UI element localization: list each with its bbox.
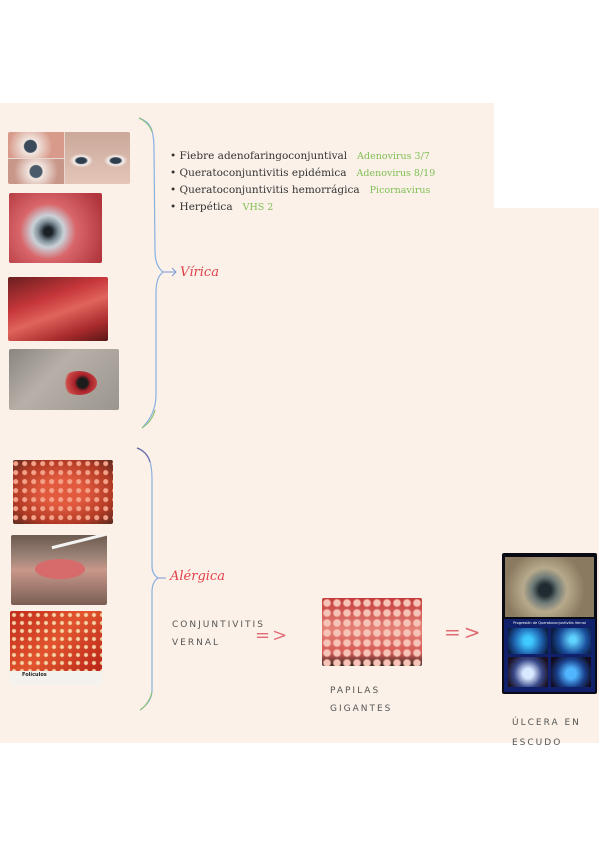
follicles-caption: Folículos xyxy=(22,672,47,678)
photo-everted-lid xyxy=(11,535,107,605)
label-shield-ulcer: ÚLCERA EN ESCUDO xyxy=(512,718,581,748)
photo-red-eye-closeup xyxy=(9,193,102,263)
label-viral: Vírica xyxy=(180,265,219,280)
label-allergic: Alérgica xyxy=(170,569,225,584)
photo-shield-ulcer-panel: Progresión de Queratoconjuntivitis Verna… xyxy=(502,553,597,694)
label-giant-papillae: PAPILAS GIGANTES xyxy=(330,686,393,714)
arrow-to-papillae: => xyxy=(255,625,290,646)
arrow-to-ulcer: => xyxy=(444,620,484,644)
photo-hemorrhagic-conjunctiva xyxy=(8,277,108,341)
label-vernal: CONJUNTIVITIS VERNAL xyxy=(172,620,265,648)
panel-title: Progresión de Queratoconjuntivitis Verna… xyxy=(513,621,586,625)
photo-giant-papillae xyxy=(322,598,422,666)
photo-follicles-figure: Folículos xyxy=(10,611,102,685)
photo-eye-swab xyxy=(9,349,119,410)
photo-eyes-collage xyxy=(8,132,130,184)
photo-follicles-lid xyxy=(13,460,113,524)
